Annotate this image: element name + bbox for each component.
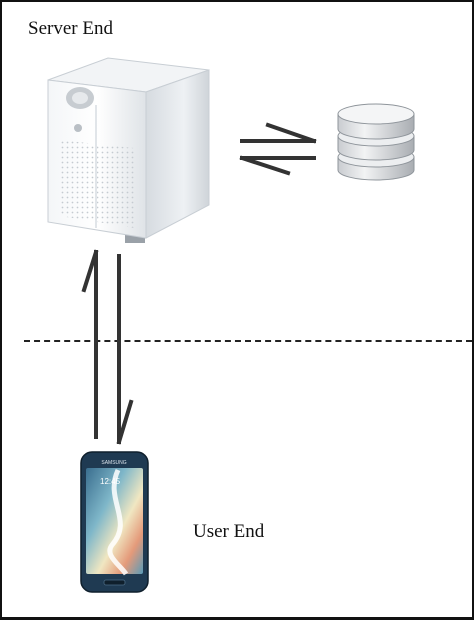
database-stack-icon xyxy=(337,103,415,181)
server-database-exchange-arrows xyxy=(239,122,317,176)
user-end-label: User End xyxy=(193,521,265,542)
phone-brand-text: SAMSUNG xyxy=(101,460,126,466)
smartphone-icon: SAMSUNG 12:45 xyxy=(80,451,149,593)
server-end-label: Server End xyxy=(28,18,113,39)
server-user-exchange-arrows xyxy=(81,249,134,445)
boundary-dashed-line xyxy=(24,340,472,342)
server-tower-icon xyxy=(47,57,210,243)
phone-time-text: 12:45 xyxy=(100,477,121,486)
